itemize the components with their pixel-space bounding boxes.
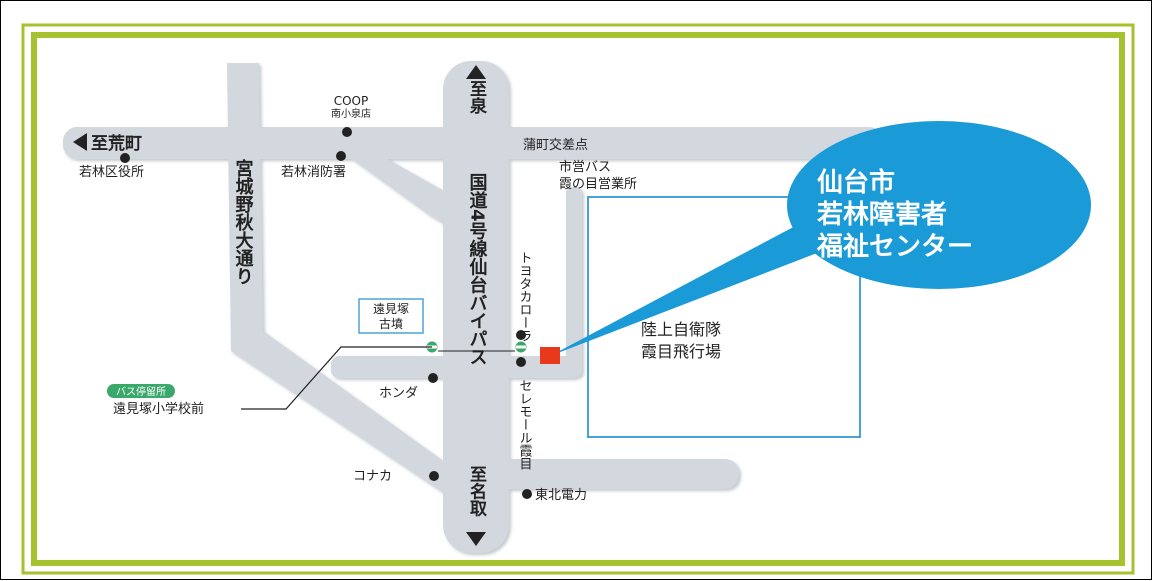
north-direction-label: 至泉 [466, 80, 488, 115]
road-bypass [443, 61, 509, 553]
south-arrow-icon [466, 532, 486, 546]
ward-office-label: 若林区役所 [79, 164, 144, 180]
honda-label: ホンダ [379, 386, 418, 401]
honda-marker-icon [428, 373, 438, 383]
bypass-road-label: 国道4号線仙台バイパス [467, 173, 488, 366]
destination-title-line1: 仙台市 [817, 167, 895, 198]
coop-label: COOP [334, 94, 369, 108]
bus-stop-name-label: 遠見塚小学校前 [113, 401, 204, 417]
tohoku-electric-marker-icon [522, 489, 532, 499]
toyota-label: トヨタカローラ [517, 251, 532, 342]
destination-title-line2: 若林障害者 [817, 199, 947, 230]
destination-callout-pointer [550, 223, 817, 356]
tomizuka-label-line1: 遠見塚 [373, 302, 409, 316]
road-connector-fire [341, 151, 471, 236]
miyagino-road-label: 宮城野秋大通り [233, 158, 254, 285]
tomizuka-label-line2: 古墳 [379, 316, 403, 331]
airfield-label-line1: 陸上自衛隊 [641, 320, 721, 339]
selemall-marker-icon [516, 357, 526, 367]
fire-station-marker-icon [336, 151, 346, 161]
tomizuka-kofun-box [358, 298, 424, 334]
destination-marker-icon[interactable] [540, 347, 560, 364]
bus-stop-marker-east-bar [516, 345, 526, 349]
bus-stop-tag-label: バス停留所 [116, 385, 166, 398]
frame-outer [21, 23, 1135, 575]
coop-branch-label: 南小泉店 [331, 107, 371, 120]
destination-callout-bubble [787, 121, 1091, 289]
road-bottom [441, 459, 739, 489]
konaka-marker-icon [429, 471, 439, 481]
west-arrow-icon [73, 133, 87, 151]
coop-marker-icon [342, 127, 352, 137]
kamacho-intersection-label: 蒲町交差点 [523, 137, 588, 153]
bus-office-label-line1: 市営バス [559, 159, 611, 175]
selemall-label: セレモール霞目 [517, 379, 533, 470]
bus-stop-leader-line [241, 346, 432, 410]
ward-office-marker-icon [120, 153, 130, 163]
south-direction-label: 至名取 [466, 465, 487, 517]
destination-title-line3: 福祉センター [816, 232, 973, 262]
bus-stop-tag [107, 384, 175, 398]
frame-inner [31, 32, 1125, 566]
road-bus-office [566, 187, 582, 377]
north-arrow-icon [466, 65, 486, 79]
bus-office-label-line2: 霞の目営業所 [559, 176, 637, 192]
west-direction-label: 至荒町 [91, 133, 142, 154]
tohoku-electric-label: 東北電力 [535, 487, 587, 503]
road-miyagino [227, 63, 471, 501]
konaka-label: コナカ [353, 469, 392, 484]
fire-station-label: 若林消防署 [281, 164, 346, 180]
airfield-label-line2: 霞目飛行場 [641, 342, 721, 361]
toyota-marker-icon [516, 330, 526, 340]
